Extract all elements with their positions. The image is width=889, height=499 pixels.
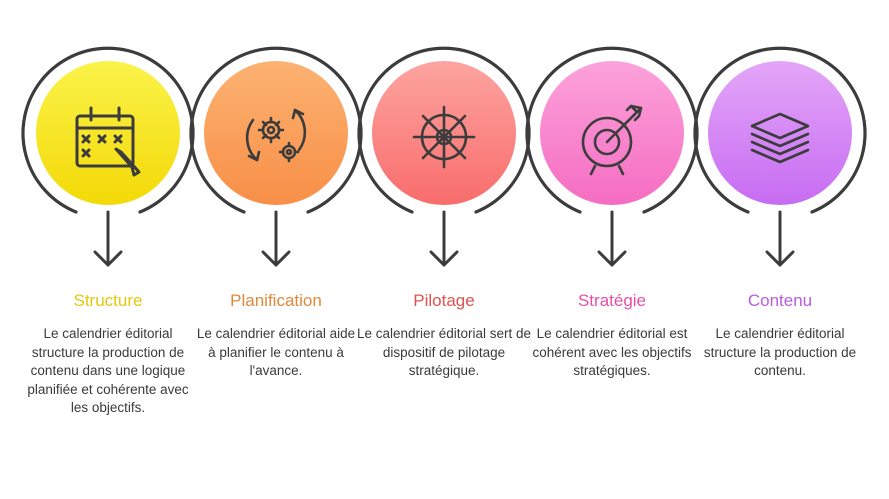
step-title: Contenu: [747, 291, 813, 310]
step-title: Pilotage: [413, 291, 475, 310]
arrow-head: [597, 250, 627, 267]
outline-arc: [21, 46, 195, 214]
step-circle-graphic: [693, 46, 867, 267]
step-circle-graphic: [525, 46, 699, 267]
arrow-head: [261, 250, 291, 267]
step-circle: [540, 61, 684, 205]
step-description: Le calendrier éditorial est cohérent ave…: [532, 326, 692, 378]
step-description: Le calendrier éditorial structure la pro…: [703, 326, 857, 378]
calendar-icon: [75, 106, 141, 177]
arrow-head: [765, 250, 795, 267]
gears-cycle-icon: [245, 108, 307, 163]
step-planification: Planification Le calendrier éditorial ai…: [189, 0, 363, 499]
step-description: Le calendrier éditorial structure la pro…: [27, 326, 189, 415]
outline-arc: [693, 46, 867, 214]
step-circle: [708, 61, 852, 205]
step-structure: Structure Le calendrier éditorial struct…: [21, 0, 195, 499]
step-description: Le calendrier éditorial aide à planifier…: [196, 326, 356, 378]
outline-arc: [189, 46, 363, 214]
target-arrow-icon: [581, 104, 643, 176]
step-circle-graphic: [189, 46, 363, 267]
step-contenu: Contenu Le calendrier éditorial structur…: [693, 0, 867, 499]
layers-icon: [750, 112, 810, 164]
step-circle: [36, 61, 180, 205]
arrow-head: [429, 250, 459, 267]
step-title: Planification: [230, 291, 322, 310]
step-circle: [204, 61, 348, 205]
ship-wheel-icon: [412, 105, 476, 169]
step-strategie: Stratégie Le calendrier éditorial est co…: [525, 0, 699, 499]
step-title: Stratégie: [577, 291, 647, 310]
step-description: Le calendrier éditorial sert de disposit…: [356, 326, 532, 378]
step-title: Structure: [73, 291, 143, 310]
step-pilotage: Pilotage Le calendrier éditorial sert de…: [357, 0, 531, 499]
step-circle-graphic: [21, 46, 195, 267]
outline-arc: [357, 46, 531, 214]
outline-arc: [525, 46, 699, 214]
step-circle-graphic: [357, 46, 531, 267]
arrow-head: [93, 250, 123, 267]
